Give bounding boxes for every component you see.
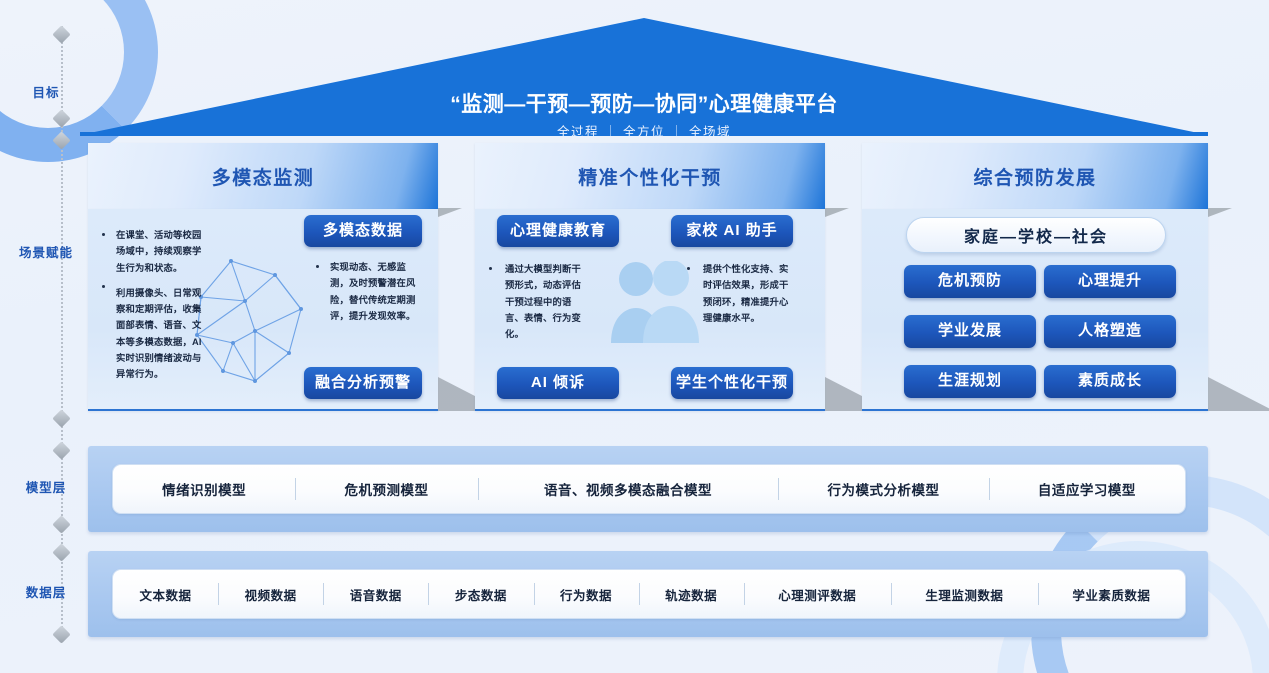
data-layer-bar: 文本数据 视频数据 语音数据 步态数据 行为数据 轨迹数据 心理测评数据 生理监… [88, 551, 1208, 637]
axis-marker [52, 543, 71, 562]
axis-label-data: 数据层 [25, 586, 67, 600]
model-item-emotion-recognition[interactable]: 情绪识别模型 [162, 483, 247, 498]
body-shadow-triangle [1208, 377, 1269, 411]
data-item-gait[interactable]: 步态数据 [428, 585, 533, 604]
badge-fusion-analysis-alert[interactable]: 融合分析预警 [304, 367, 422, 399]
badge-crisis-prevention[interactable]: 危机预防 [904, 265, 1036, 298]
pillar-intervention: 精准个性化干预 通过大模型判断干预形式，动态评估干预过程中的语言、表情、行为变化… [475, 143, 891, 411]
badge-home-school-ai-assistant[interactable]: 家校 AI 助手 [671, 215, 793, 247]
axis-marker [52, 515, 71, 534]
bullet-marker [489, 267, 492, 270]
axis-marker [52, 625, 71, 644]
roof-triangle: “监测—干预—预防—协同”心理健康平台 全过程 ｜ 全方位 ｜ 全场域 [80, 18, 1208, 139]
data-item-text[interactable]: 文本数据 [139, 588, 192, 603]
timeline-axis [61, 26, 63, 640]
data-item-behavior[interactable]: 行为数据 [534, 585, 639, 604]
bullet-marker [316, 265, 319, 268]
axis-label-scenario: 场景赋能 [18, 246, 73, 260]
header-arrow-icon [438, 208, 462, 217]
pillar-prevention-body: 家庭—学校—社会 危机预防 心理提升 学业发展 人格塑造 生涯规划 素质成长 [862, 209, 1269, 411]
intervention-right-text: 提供个性化支持、实时评估效果，形成干预闭环，精准提升心理健康水平。 [703, 261, 797, 335]
badge-student-personalized-intervention[interactable]: 学生个性化干预 [671, 367, 793, 399]
badge-academic-development[interactable]: 学业发展 [904, 315, 1036, 348]
axis-label-goal: 目标 [32, 86, 60, 100]
axis-label-model: 模型层 [25, 481, 67, 495]
two-people-icon [607, 260, 703, 348]
bullet-marker [102, 233, 105, 236]
badge-quality-growth[interactable]: 素质成长 [1044, 365, 1176, 398]
axis-marker [52, 441, 71, 460]
pillar-monitoring-body: 在课堂、活动等校园场域中，持续观察学生行为和状态。 利用摄像头、日常观察和定期评… [88, 209, 504, 411]
badge-psychological-improvement[interactable]: 心理提升 [1044, 265, 1176, 298]
data-item-psych-assessment[interactable]: 心理测评数据 [744, 585, 891, 604]
data-item-video[interactable]: 视频数据 [218, 585, 323, 604]
pillar-monitoring-header: 多模态监测 [88, 143, 462, 217]
monitoring-left-para-1: 在课堂、活动等校园场域中，持续观察学生行为和状态。 [116, 230, 202, 273]
pillar-intervention-header: 精准个性化干预 [475, 143, 849, 217]
pillar-monitoring: 多模态监测 [88, 143, 504, 411]
pill-family-school-society: 家庭—学校—社会 [906, 217, 1166, 253]
data-item-academic-quality[interactable]: 学业素质数据 [1038, 585, 1185, 604]
pillar-intervention-title: 精准个性化干预 [578, 168, 722, 189]
monitoring-right-para-1: 实现动态、无感监测，及时预警潜在风险，替代传统定期测评，提升发现效率。 [330, 262, 416, 321]
platform-title: “监测—干预—预防—协同”心理健康平台 [450, 93, 838, 116]
model-layer-panel: 情绪识别模型 危机预测模型 语音、视频多模态融合模型 行为模式分析模型 自适应学… [112, 464, 1186, 514]
model-item-adaptive-learning[interactable]: 自适应学习模型 [989, 479, 1185, 499]
model-item-crisis-prediction[interactable]: 危机预测模型 [295, 479, 477, 499]
model-item-behavior-pattern[interactable]: 行为模式分析模型 [778, 479, 988, 499]
pillar-intervention-body: 通过大模型判断干预形式，动态评估干预过程中的语言、表情、行为变化。 提供个性化支… [475, 209, 891, 411]
model-layer-bar: 情绪识别模型 危机预测模型 语音、视频多模态融合模型 行为模式分析模型 自适应学… [88, 446, 1208, 532]
platform-subtitle: 全过程 ｜ 全方位 ｜ 全场域 [557, 125, 731, 139]
badge-personality-shaping[interactable]: 人格塑造 [1044, 315, 1176, 348]
intervention-right-para-1: 提供个性化支持、实时评估效果，形成干预闭环，精准提升心理健康水平。 [703, 264, 789, 323]
data-item-voice[interactable]: 语音数据 [323, 585, 428, 604]
badge-multimodal-data[interactable]: 多模态数据 [304, 215, 422, 247]
data-item-physiological-monitoring[interactable]: 生理监测数据 [891, 585, 1038, 604]
data-item-trajectory[interactable]: 轨迹数据 [639, 585, 744, 604]
header-arrow-icon [825, 208, 849, 217]
data-layer-panel: 文本数据 视频数据 语音数据 步态数据 行为数据 轨迹数据 心理测评数据 生理监… [112, 569, 1186, 619]
intervention-left-para-1: 通过大模型判断干预形式，动态评估干预过程中的语言、表情、行为变化。 [505, 264, 581, 340]
header-arrow-icon [1208, 208, 1232, 217]
badge-mental-health-education[interactable]: 心理健康教育 [497, 215, 619, 247]
pillar-monitoring-title: 多模态监测 [211, 168, 315, 189]
monitoring-left-text: 在课堂、活动等校园场域中，持续观察学生行为和状态。 利用摄像头、日常观察和定期评… [116, 227, 206, 391]
pillar-prevention-header: 综合预防发展 [862, 143, 1232, 217]
axis-marker [52, 409, 71, 428]
bullet-marker [687, 267, 690, 270]
bullet-marker [102, 285, 105, 288]
pillar-prevention-title: 综合预防发展 [973, 168, 1097, 189]
monitoring-right-text: 实现动态、无感监测，及时预警潜在风险，替代传统定期测评，提升发现效率。 [330, 259, 416, 333]
badge-career-planning[interactable]: 生涯规划 [904, 365, 1036, 398]
monitoring-left-para-2: 利用摄像头、日常观察和定期评估，收集面部表情、语音、文本等多模态数据，AI实时识… [116, 287, 202, 380]
badge-ai-confide[interactable]: AI 倾诉 [497, 367, 619, 399]
mesh-network-icon [193, 257, 311, 390]
pillar-prevention: 综合预防发展 家庭—学校—社会 危机预防 心理提升 学业发展 人格塑造 生涯规划… [862, 143, 1269, 411]
intervention-left-text: 通过大模型判断干预形式，动态评估干预过程中的语言、表情、行为变化。 [505, 261, 583, 351]
model-item-multimodal-fusion[interactable]: 语音、视频多模态融合模型 [478, 479, 779, 499]
